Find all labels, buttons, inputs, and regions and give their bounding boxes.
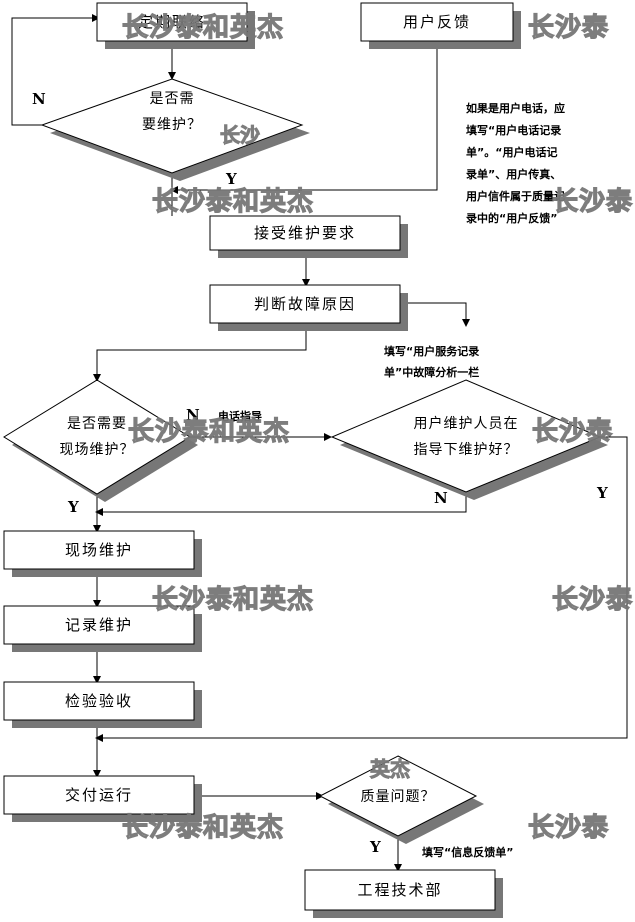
periodic-contact-box: 定期联络 [96,2,248,42]
label-n-guided: N [434,489,448,507]
svg-text:长沙泰: 长沙泰 [528,813,609,843]
label-n-onsite: N [186,406,200,424]
accept-request-box: 接受维护要求 [209,215,401,251]
svg-text:用户反馈: 用户反馈 [403,13,471,31]
svg-text:长沙泰: 长沙泰 [532,417,613,447]
label-y-maintenance: Y [225,170,237,188]
deliver-run-box: 交付运行 [3,775,195,815]
label-n-loop: N [32,90,46,108]
svg-text:录中的“用户反馈”: 录中的“用户反馈” [466,211,557,225]
svg-text:长沙: 长沙 [220,123,260,147]
svg-text:如果是用户电话，应: 如果是用户电话，应 [466,101,565,115]
svg-text:交付运行: 交付运行 [65,786,133,804]
svg-text:录单”、用户传真、: 录单”、用户传真、 [466,167,561,181]
inspect-accept-box: 检验验收 [3,681,195,721]
svg-text:是否需: 是否需 [150,91,195,107]
svg-text:接受维护要求: 接受维护要求 [254,224,356,242]
svg-text:长沙泰和英杰: 长沙泰和英杰 [122,813,284,843]
connectors [11,14,628,872]
label-y-quality: Y [369,838,381,856]
svg-text:长沙泰: 长沙泰 [552,585,633,615]
user-feedback-box: 用户反馈 [360,2,514,42]
svg-text:英杰: 英杰 [370,757,410,781]
svg-text:长沙泰和英杰: 长沙泰和英杰 [128,417,290,447]
svg-text:工程技术部: 工程技术部 [357,881,442,899]
svg-text:定期联络: 定期联络 [138,13,206,31]
svg-text:指导下维护好？: 指导下维护好？ [414,442,519,458]
judge-cause-box: 判断故障原因 [209,284,401,324]
svg-text:长沙泰: 长沙泰 [528,13,609,43]
svg-text:长沙泰和英杰: 长沙泰和英杰 [152,585,314,615]
svg-text:质量问题？: 质量问题？ [361,789,436,805]
service-record-note: 填写“用户服务记录 单”中故障分析一栏 [384,344,479,379]
svg-text:是否需要: 是否需要 [67,416,127,432]
svg-text:长沙泰和英杰: 长沙泰和英杰 [122,13,284,43]
svg-text:填写“用户电话记录: 填写“用户电话记录 [466,123,561,137]
onsite-maintenance-box: 现场维护 [3,530,195,570]
label-y-onsite: Y [67,498,79,516]
svg-text:用户维护人员在: 用户维护人员在 [414,415,519,432]
svg-text:长沙泰: 长沙泰 [552,187,633,217]
svg-text:现场维护？: 现场维护？ [60,442,135,458]
user-guided-diamond: 用户维护人员在 指导下维护好？ [330,379,602,493]
watermark: 长沙泰和英杰 长沙泰 长沙 长沙泰和英杰 长沙泰 长沙泰和英杰 长沙泰 长沙泰和… [121,12,633,843]
phone-record-note: 如果是用户电话，应 填写“用户电话记录 单”。“用户电话记 录单”、用户传真、 … [466,101,565,225]
need-onsite-diamond: 是否需要 现场维护？ [3,379,191,495]
svg-text:记录维护: 记录维护 [65,616,133,634]
svg-text:填写“用户服务记录: 填写“用户服务记录 [384,344,479,358]
phone-guidance-label: 电话指导 [218,409,262,423]
engineering-dept-box: 工程技术部 [304,869,496,911]
record-maintenance-box: 记录维护 [3,605,195,645]
svg-text:现场维护: 现场维护 [65,541,133,559]
info-feedback-note: 填写“信息反馈单” [422,845,513,859]
need-maintenance-diamond: 是否需 要维护？ [40,78,304,174]
svg-text:判断故障原因: 判断故障原因 [254,295,356,313]
label-y-guided: Y [596,484,608,502]
svg-text:单”中故障分析一栏: 单”中故障分析一栏 [384,365,479,379]
svg-text:要维护？: 要维护？ [142,117,202,133]
svg-text:用户信件属于质量记: 用户信件属于质量记 [466,189,565,203]
svg-text:长沙泰和英杰: 长沙泰和英杰 [152,187,314,217]
decision-labels: N Y N N Y Y Y [32,90,608,856]
svg-text:单”。“用户电话记: 单”。“用户电话记 [466,145,557,159]
svg-text:检验验收: 检验验收 [65,692,133,710]
quality-issue-diamond: 质量问题？ [318,755,478,837]
